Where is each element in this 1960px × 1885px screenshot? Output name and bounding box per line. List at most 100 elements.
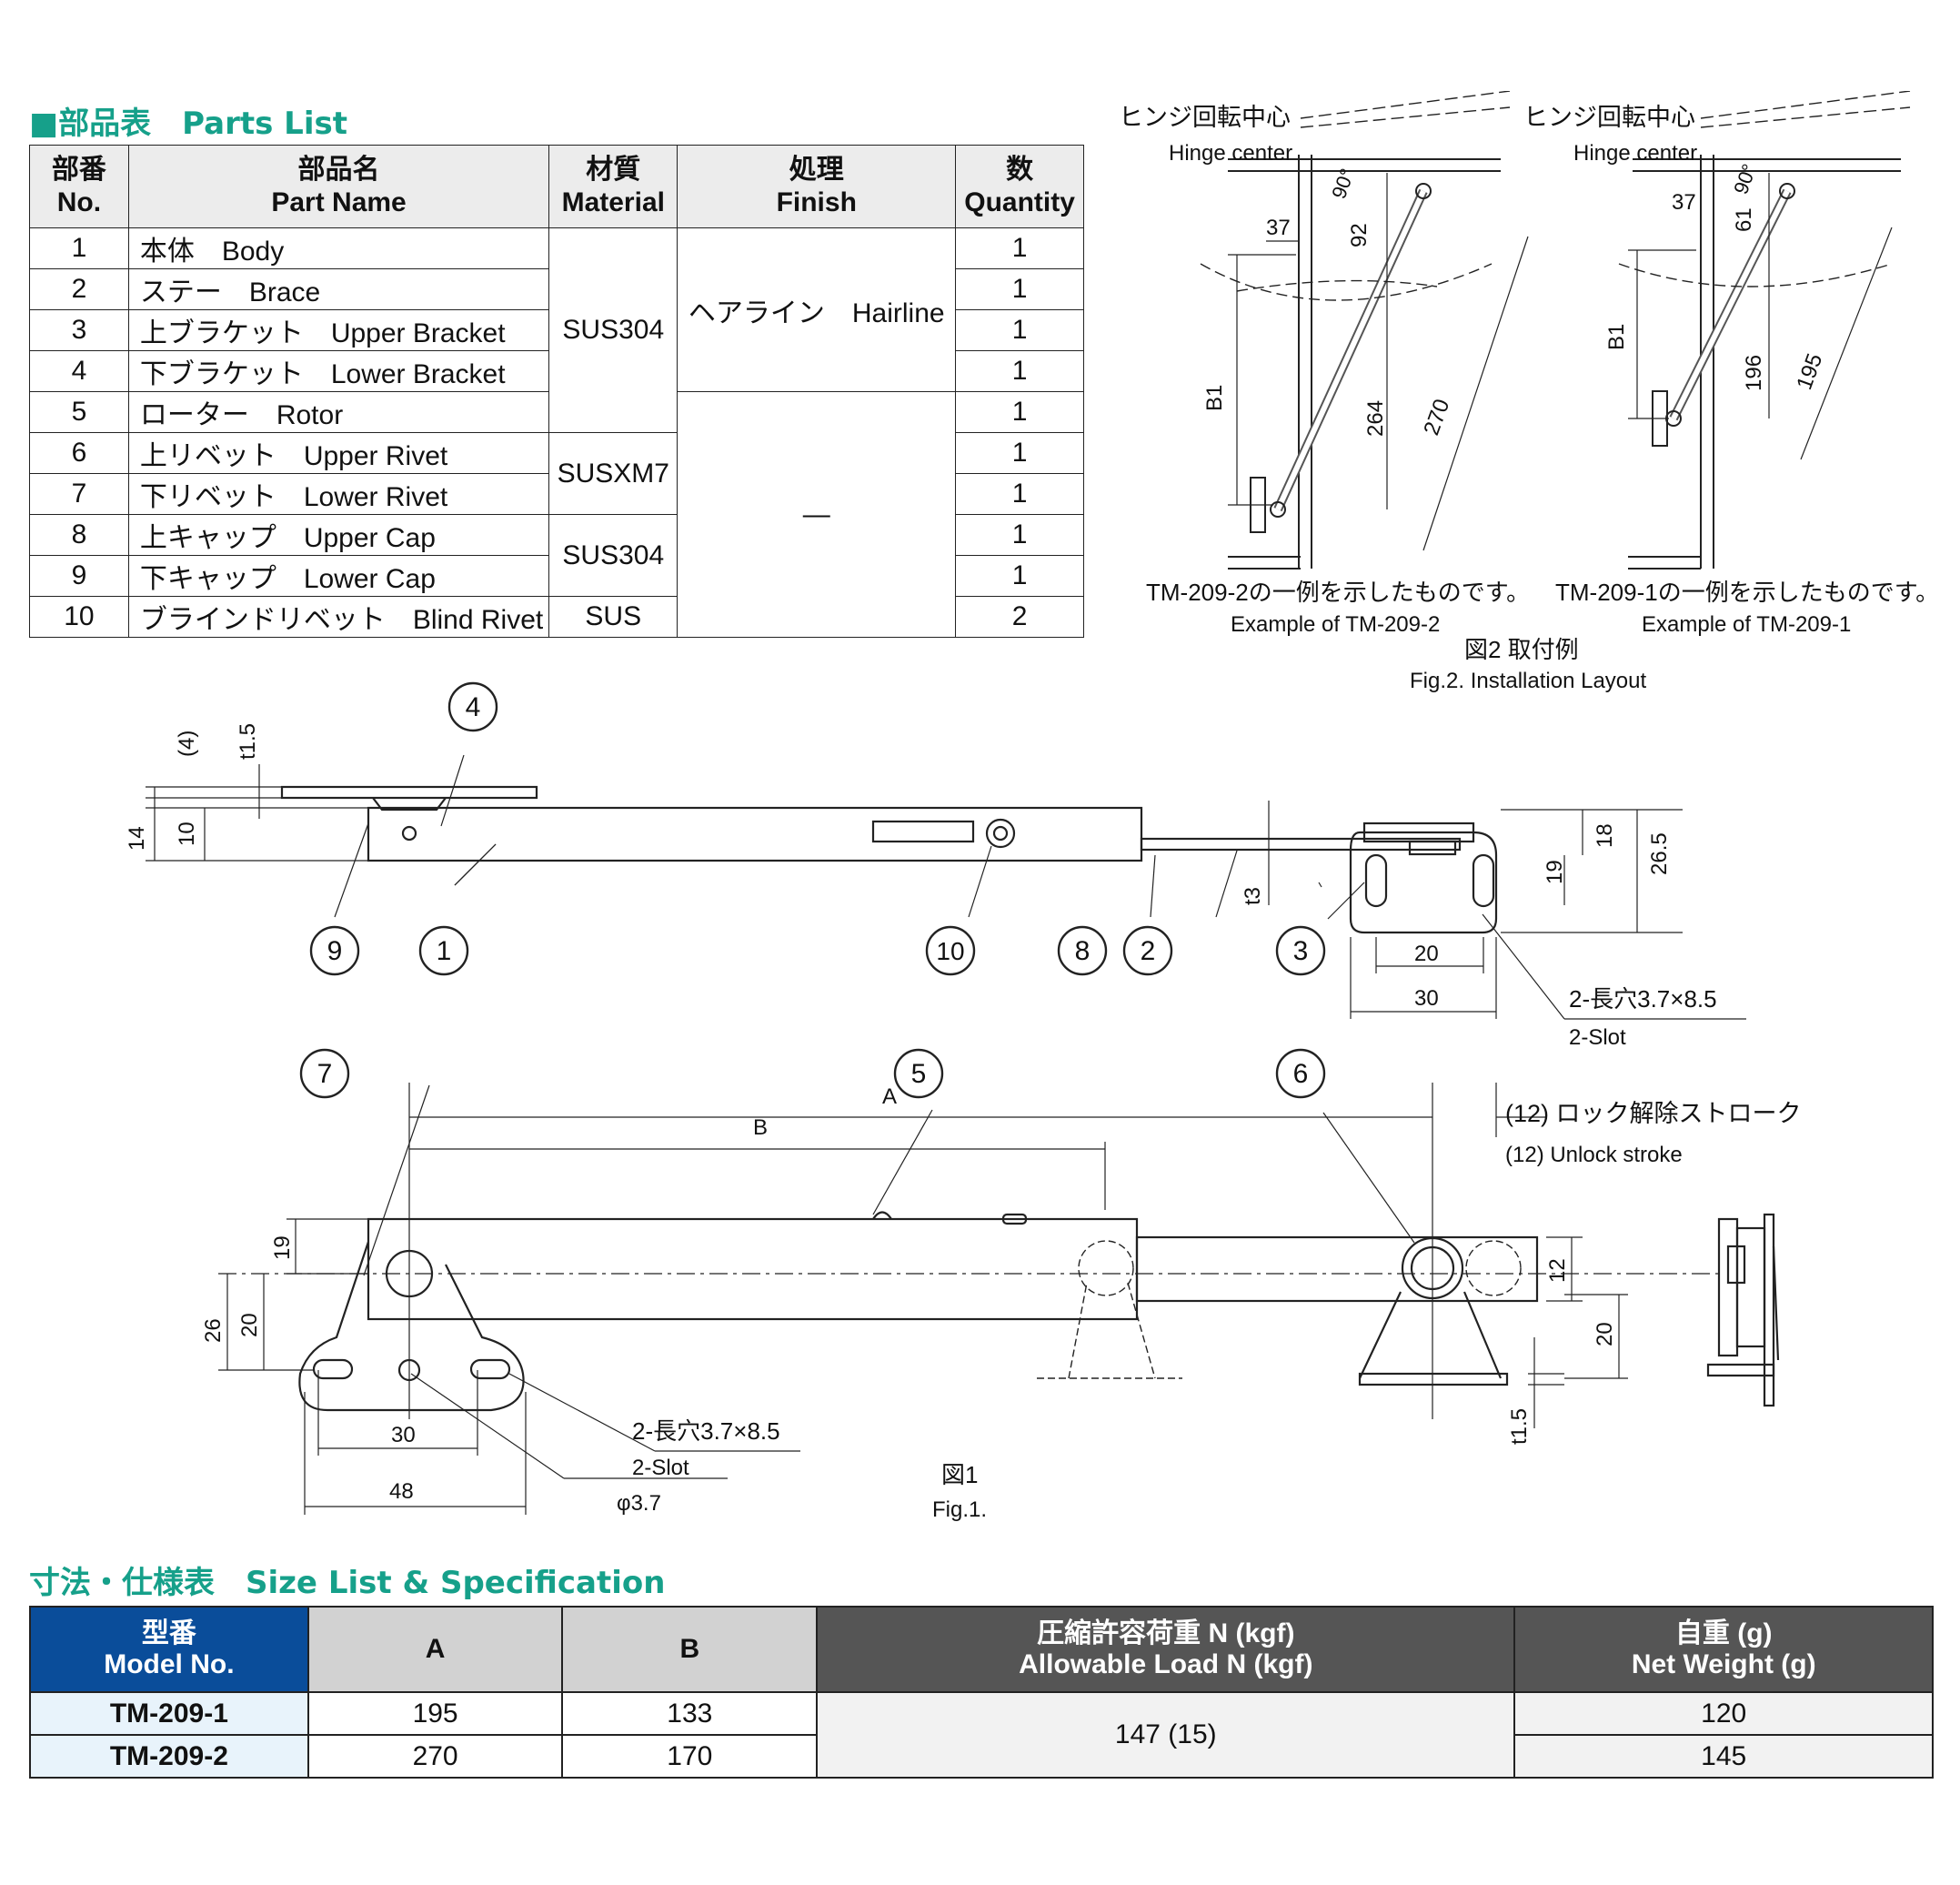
finish-cell: — [677,391,957,638]
callout-2: 2 [1122,925,1173,976]
lower-bracket-top [298,1241,525,1412]
fig1-dim: 19 [1543,860,1567,884]
table-row: 5 ローター Rotor — 1 [29,391,1084,638]
fig1-side-view: (4) t1.5 14 10 t3 18 26.5 19 20 30 2-長穴3… [125,681,1746,1050]
part-no: 6 [29,432,129,474]
model-cell: TM-209-1 [29,1691,309,1736]
header-weight: 自重 (g)Net Weight (g) [1513,1606,1934,1693]
part-qty: 1 [955,350,1084,392]
part-no: 1 [29,227,129,269]
fig1-dim: t1.5 [1507,1408,1532,1445]
table-row: 8 上キャップ Upper Cap SUS304 1 [29,514,1084,597]
fig1-slot-jp-2: 2-長穴3.7×8.5 [632,1417,780,1445]
fig2-left-dim: 37 [1266,216,1291,240]
table-row: 1 本体 Body SUS304 ヘアライン Hairline 1 [29,227,1084,433]
fig2-title-jp: 図2 取付例 [1464,636,1579,663]
fig1-slot-en-2: 2-Slot [632,1456,689,1480]
part-no: 4 [29,350,129,392]
part-name: 下ブラケット Lower Bracket [127,350,550,392]
part-no: 3 [29,309,129,351]
header-b: B [561,1606,819,1693]
lower-bracket-plate [280,785,538,800]
part-name: 下リベット Lower Rivet [127,473,550,515]
fig2-right-dim: 195 [1792,350,1827,393]
callout-7: 7 [299,1048,350,1099]
part-qty: 1 [955,391,1084,433]
callout-4: 4 [447,681,498,732]
fig2-left-dim: 92 [1347,223,1372,247]
svg-text:9: 9 [327,936,343,966]
table-row: 10 ブラインドリベット Blind Rivet SUS 2 [29,596,1084,638]
part-qty: 1 [955,555,1084,597]
fig2-right-dim: 37 [1672,190,1696,215]
fig1-end-view [1706,1213,1780,1407]
part-no: 9 [29,555,129,597]
header-a: A [307,1606,564,1693]
fig2-installation-layout: ヒンジ回転中心 Hinge center 37 90° 92 264 270 B… [1119,91,1928,693]
fig1-slot-jp: 2-長穴3.7×8.5 [1569,985,1717,1013]
parts-list-title: ■部品表 Parts List [29,106,347,142]
part-qty: 1 [955,227,1084,269]
upper-bracket [1349,831,1498,934]
part-qty: 1 [955,514,1084,556]
fig2-left-hinge-jp: ヒンジ回転中心 [1119,104,1291,131]
callout-circles-top: 4 9 1 10 8 2 3 [309,681,1326,976]
load-cell: 147 (15) [816,1691,1516,1779]
part-name: ローター Rotor [127,391,550,433]
callout-9: 9 [309,925,360,976]
fig1-dim: 10 [175,822,199,846]
fig1-top-view: A B 19 26 20 30 48 12 20 t1.5 φ3.7 2-長穴3… [201,1048,1802,1522]
fig1-title-jp: 図1 [941,1461,978,1488]
callout-6: 6 [1275,1048,1326,1099]
table-row: 3 上ブラケット Upper Bracket 1 [29,309,1084,351]
fig1-title-en: Fig.1. [932,1497,987,1522]
part-name: 本体 Body [127,227,550,269]
dim-B: B [753,1115,768,1140]
fig1-dim: 48 [389,1479,414,1504]
fig2-right-dim: 196 [1742,355,1766,391]
svg-text:3: 3 [1293,936,1309,966]
fig2-right-hinge-jp: ヒンジ回転中心 [1523,104,1695,131]
fig1-dim: t3 [1241,887,1265,905]
fig2-title-en: Fig.2. Installation Layout [1410,669,1646,693]
table-row: 6 上リベット Upper Rivet SUSXM7 1 [29,432,1084,515]
svg-text:8: 8 [1075,936,1091,966]
fig2-right-dim: 90° [1729,161,1761,197]
fig2-left-caption-en: Example of TM-209-2 [1231,612,1440,637]
dim-A: A [882,1084,897,1109]
material-cell: SUSXM7 [548,432,678,515]
a-cell: 270 [307,1734,564,1779]
spec-title: 寸法・仕様表 Size List & Specification [29,1565,666,1601]
svg-text:7: 7 [317,1059,333,1089]
part-no: 7 [29,473,129,515]
table-row: TM-209-2 270 170 145 [29,1734,1934,1779]
part-no: 2 [29,268,129,310]
finish-cell: ヘアライン Hairline [677,227,957,392]
part-name: 上ブラケット Upper Bracket [127,309,550,351]
fig1-dim: φ3.7 [617,1491,661,1516]
part-qty: 1 [955,309,1084,351]
fig1-dim: 20 [1593,1322,1617,1346]
header-load: 圧縮許容荷重 N (kgf)Allowable Load N (kgf) [816,1606,1516,1693]
part-no: 10 [29,596,129,638]
svg-text:5: 5 [911,1059,927,1089]
fig1-dim: 12 [1545,1258,1570,1283]
part-qty: 2 [955,596,1084,638]
part-name: ブラインドリベット Blind Rivet [127,596,550,638]
fig1-dim: 19 [270,1235,295,1260]
fig2-right-dim: B1 [1604,324,1629,350]
fig2-left-hinge-en: Hinge center [1169,141,1292,166]
part-qty: 1 [955,432,1084,474]
table-row: TM-209-1 195 133 147 (15) 120 [29,1691,1934,1779]
table-row: 2 ステー Brace 1 [29,268,1084,310]
svg-text:4: 4 [466,692,481,722]
fig1-dim: 20 [1414,942,1439,966]
fig2-right-hinge-en: Hinge center [1573,141,1697,166]
fig2-right-dim: 61 [1732,207,1756,232]
